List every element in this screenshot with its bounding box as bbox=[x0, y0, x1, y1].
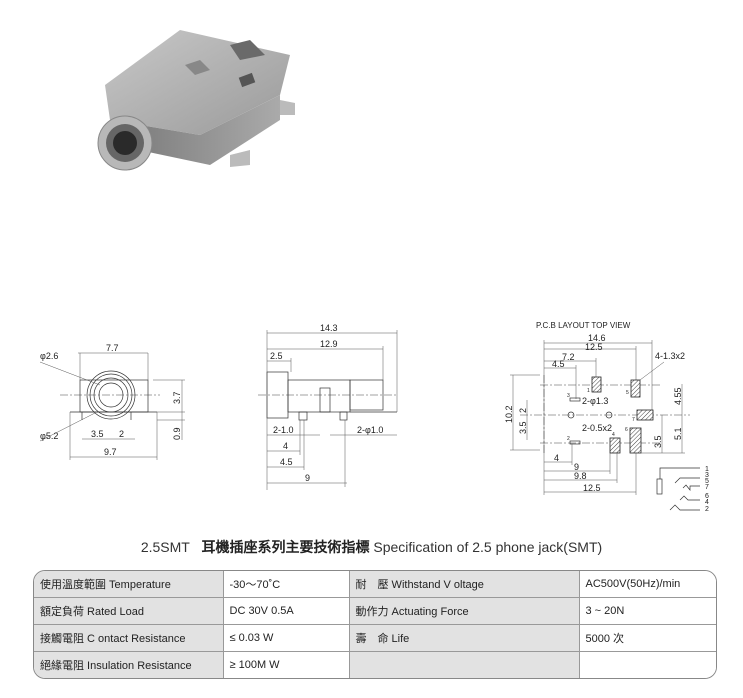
front-pin-height-label: 0.9 bbox=[172, 427, 182, 440]
side-view-drawing: 14.3 12.9 2.5 2-1.0 2-φ1.0 4 4.5 9 bbox=[258, 323, 398, 490]
pcb-dim-4-bottom: 4 bbox=[554, 453, 559, 463]
pcb-dim-9-8-bottom: 9.8 bbox=[574, 471, 587, 481]
spec-label: 耐 壓 Withstand V oltage bbox=[349, 571, 580, 598]
pcb-slot-label: 2-0.5x2 bbox=[582, 423, 612, 433]
pcb-dim-2: 2 bbox=[518, 408, 528, 413]
pad-number: 4 bbox=[612, 432, 615, 438]
spec-value: 3 ~ 20N bbox=[579, 597, 716, 625]
pcb-dim-3-5-left: 3.5 bbox=[518, 421, 528, 434]
pad-number: 3 bbox=[567, 393, 570, 399]
side-dim-4-5-label: 4.5 bbox=[280, 457, 293, 467]
schematic-pin: 7 bbox=[705, 484, 709, 491]
spec-label: 壽 命 Life bbox=[349, 624, 580, 652]
side-cap-length-label: 2.5 bbox=[270, 351, 283, 361]
pad-number: 6 bbox=[625, 427, 628, 433]
spec-title-english: Specification of 2.5 phone jack(SMT) bbox=[373, 539, 603, 555]
schematic-pin: 4 bbox=[705, 499, 709, 506]
pcb-dim-12-5-bottom: 12.5 bbox=[583, 483, 601, 493]
side-dim-9-label: 9 bbox=[305, 473, 310, 483]
front-pitch2-label: 2 bbox=[119, 429, 124, 439]
spec-label: 絕緣電阻 Insulation Resistance bbox=[34, 651, 224, 678]
pcb-dim-9-bottom: 9 bbox=[574, 462, 579, 472]
front-total-width-label: 9.7 bbox=[104, 447, 117, 457]
pcb-dim-14-6: 14.6 bbox=[588, 333, 606, 343]
side-body-length-label: 12.9 bbox=[320, 339, 338, 349]
table-row: 使用溫度範圍 Temperature -30～70˚C 耐 壓 Withstan… bbox=[34, 571, 716, 598]
pcb-dim-3-5-right: 3.5 bbox=[653, 435, 663, 448]
spec-title: 2.5SMT 耳機插座系列主要技術指標 Specification of 2.5… bbox=[0, 537, 743, 557]
front-outer-diameter-label: φ5.2 bbox=[40, 431, 58, 441]
spec-label: 使用溫度範圍 Temperature bbox=[34, 571, 224, 598]
spec-value: AC500V(50Hz)/min bbox=[579, 571, 716, 598]
pcb-dim-10-2: 10.2 bbox=[504, 405, 514, 423]
pcb-pad-size-label: 4-1.3x2 bbox=[655, 351, 685, 361]
pcb-dim-4-55: 4.55 bbox=[673, 387, 683, 405]
spec-label: 額定負荷 Rated Load bbox=[34, 597, 224, 625]
spec-value: ≤ 0.03 W bbox=[223, 624, 350, 652]
table-row: 額定負荷 Rated Load DC 30V 0.5A 動作力 Actuatin… bbox=[34, 597, 716, 625]
pcb-dim-5-1: 5.1 bbox=[673, 427, 683, 440]
spec-value bbox=[579, 651, 716, 678]
spec-value: 5000 次 bbox=[579, 624, 716, 652]
spec-value: DC 30V 0.5A bbox=[223, 597, 350, 625]
schematic-pin: 5 bbox=[705, 478, 709, 485]
spec-title-model: 2.5SMT bbox=[140, 539, 190, 555]
table-row: 接觸電阻 C ontact Resistance ≤ 0.03 W 壽 命 Li… bbox=[34, 624, 716, 652]
spec-label: 動作力 Actuating Force bbox=[349, 597, 580, 625]
pin-schematic: 1 3 5 7 6 4 2 bbox=[656, 466, 709, 513]
pcb-layout-drawing: P.C.B LAYOUT TOP VIEW 14.6 12.5 7.2 4.5 … bbox=[504, 321, 690, 495]
front-width-label: 7.7 bbox=[106, 343, 119, 353]
spec-value: -30～70˚C bbox=[223, 571, 350, 598]
side-dim-4-label: 4 bbox=[283, 441, 288, 451]
spec-label: 接觸電阻 C ontact Resistance bbox=[34, 624, 224, 652]
pad-number: 5 bbox=[626, 390, 629, 396]
table-row: 絕緣電阻 Insulation Resistance ≥ 100M W bbox=[34, 651, 716, 678]
pcb-dim-12-5-top: 12.5 bbox=[585, 342, 603, 352]
schematic-pin: 2 bbox=[705, 506, 709, 513]
schematic-pin: 3 bbox=[705, 472, 709, 479]
front-view-drawing: 7.7 φ2.6 3.7 0.9 φ5.2 3.5 2 9.7 bbox=[39, 343, 185, 460]
schematic-pin: 1 bbox=[705, 466, 709, 473]
spec-title-chinese: 耳機插座系列主要技術指標 bbox=[201, 539, 370, 555]
pcb-hole-label: 2-φ1.3 bbox=[582, 396, 608, 406]
pad-number: 2 bbox=[567, 436, 570, 442]
side-total-length-label: 14.3 bbox=[320, 323, 338, 333]
front-pitch1-label: 3.5 bbox=[91, 429, 104, 439]
side-pin-diameter-label: 2-φ1.0 bbox=[357, 425, 383, 435]
spec-value: ≥ 100M W bbox=[223, 651, 350, 678]
spec-table: 使用溫度範圍 Temperature -30～70˚C 耐 壓 Withstan… bbox=[33, 570, 717, 679]
front-height-label: 3.7 bbox=[172, 391, 182, 404]
pcb-heading: P.C.B LAYOUT TOP VIEW bbox=[536, 321, 631, 330]
pcb-dim-7-2: 7.2 bbox=[562, 352, 575, 362]
pad-number: 7 bbox=[632, 417, 635, 423]
product-photo bbox=[97, 30, 295, 171]
technical-drawings: 7.7 φ2.6 3.7 0.9 φ5.2 3.5 2 9.7 14.3 12.… bbox=[39, 321, 709, 513]
spec-label bbox=[349, 651, 580, 678]
pcb-dim-4-5: 4.5 bbox=[552, 359, 565, 369]
schematic-pin: 6 bbox=[705, 493, 709, 500]
pad-number: 1 bbox=[587, 388, 590, 394]
front-hole-diameter-label: φ2.6 bbox=[40, 351, 58, 361]
side-pin-width-label: 2-1.0 bbox=[273, 425, 294, 435]
